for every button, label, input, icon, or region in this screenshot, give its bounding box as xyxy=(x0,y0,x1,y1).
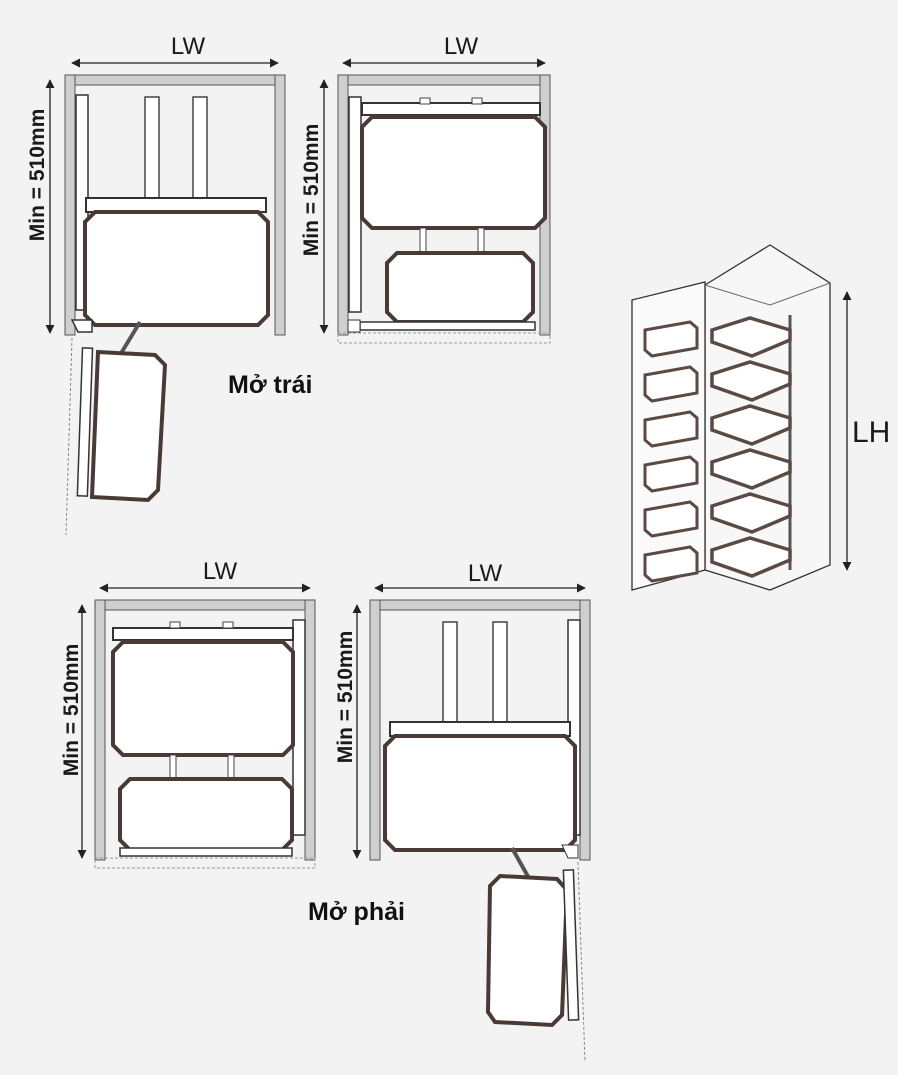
depth-label: Min = 510mm xyxy=(334,631,357,763)
width-label: LW xyxy=(171,33,206,60)
height-label: LH xyxy=(852,416,890,449)
depth-label: Min = 510mm xyxy=(300,124,323,256)
diagram-top-right: LW Min = 510mm Mở trái xyxy=(228,33,551,399)
door-tray xyxy=(643,410,699,448)
door-tray xyxy=(643,320,699,358)
diagram-top-left: LW Min = 510mm xyxy=(26,33,286,536)
caption-right-opening: Mở phải xyxy=(308,898,405,926)
width-label: LW xyxy=(468,560,503,587)
width-label: LW xyxy=(203,558,238,585)
width-label: LW xyxy=(444,33,479,60)
caption-left-opening: Mở trái xyxy=(228,371,312,399)
pantry-3d-view: LH xyxy=(631,244,890,591)
depth-label: Min = 510mm xyxy=(26,109,49,241)
inner-basket xyxy=(710,316,792,358)
inner-basket xyxy=(710,360,792,402)
diagram-bottom-right: LW Min = 510mm Mở phải xyxy=(308,560,591,1063)
door-tray xyxy=(643,500,699,538)
door-tray xyxy=(643,365,699,403)
inner-basket xyxy=(710,536,792,578)
door-tray xyxy=(643,545,699,583)
inner-basket xyxy=(710,448,792,490)
inner-basket xyxy=(710,404,792,446)
door-trays xyxy=(643,320,699,583)
inner-basket xyxy=(710,492,792,534)
diagram-bottom-left: LW Min = 510mm xyxy=(60,558,316,869)
inner-baskets xyxy=(710,316,792,578)
door-tray xyxy=(643,455,699,493)
depth-label: Min = 510mm xyxy=(60,644,83,776)
